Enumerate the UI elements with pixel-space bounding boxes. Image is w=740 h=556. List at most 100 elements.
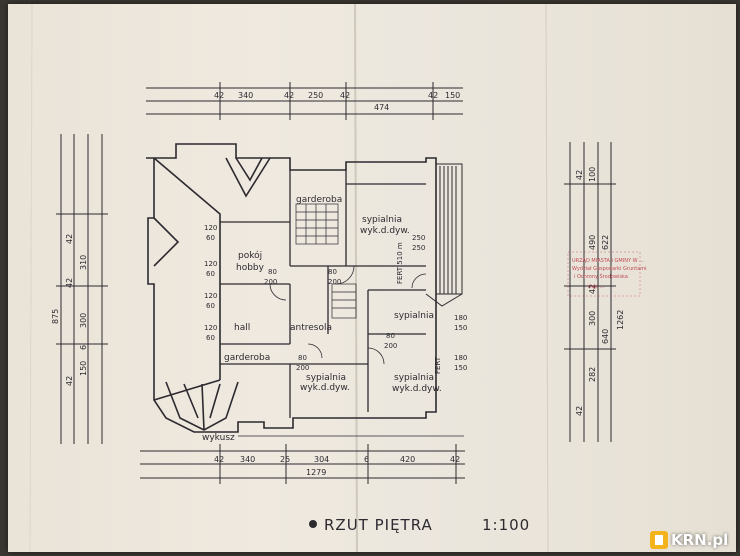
dimension-value: 42 <box>588 284 597 294</box>
dimension-value: 42 <box>575 170 584 180</box>
top-dimension-lines <box>146 82 463 120</box>
official-stamp: URZĄD MIASTA I GMINY W ... Wydział Gospo… <box>572 258 647 290</box>
dimension-value: 100 <box>588 167 597 182</box>
right-dimension-values: 42 100 490 622 42 300 640 282 42 1262 <box>575 167 625 416</box>
stamp-line: i Ochrony Środowiska <box>574 273 628 280</box>
bottom-dimension-values: 42 340 25 304 6 420 42 1279 <box>214 455 460 477</box>
stairs <box>295 203 357 319</box>
opening-annotations: 120 60 120 60 120 60 120 60 250 250 180 … <box>204 224 467 374</box>
room-label: sypialnia <box>394 311 434 321</box>
krn-watermark: KRN.pl <box>650 530 732 550</box>
right-dimension-lines <box>564 142 616 442</box>
room-label: hall <box>234 323 250 333</box>
room-label: pokój <box>238 250 262 261</box>
window-size: 60 <box>206 270 215 278</box>
left-dimension-lines <box>56 134 108 444</box>
dimension-value: 150 <box>445 91 460 100</box>
dimension-value: 150 <box>79 361 88 376</box>
watermark-text: KRN.pl <box>671 531 729 549</box>
dimension-value: 42 <box>65 278 74 288</box>
dimension-value: 490 <box>588 235 597 250</box>
bottom-dimension-lines <box>140 444 465 484</box>
room-label: garderoba <box>296 195 342 205</box>
top-dimension-values: 42 340 42 250 42 474 42 150 <box>214 91 460 112</box>
room-label: wykusz <box>202 433 235 443</box>
room-label: wyk.d.dyw. <box>392 384 442 394</box>
dimension-value: 340 <box>238 91 253 100</box>
window-size: 60 <box>206 234 215 242</box>
left-dimension-values: 42 310 42 300 6 150 42 875 <box>51 234 88 386</box>
dimension-value: 42 <box>428 91 438 100</box>
room-labels: garderoba sypialnia wyk.d.dyw. pokój hob… <box>202 195 442 443</box>
terrace-hatching <box>425 163 463 307</box>
door-size: 200 <box>264 278 277 286</box>
dimension-value: 300 <box>79 313 88 328</box>
interior-walls <box>220 170 426 418</box>
note-text: FERT <box>434 356 442 374</box>
dimension-value: 420 <box>400 455 415 464</box>
dimension-total: 1279 <box>306 468 326 477</box>
blueprint-sheet: garderoba sypialnia wyk.d.dyw. pokój hob… <box>8 4 736 552</box>
dimension-value: 42 <box>284 91 294 100</box>
window-size: 180 <box>454 354 467 362</box>
door-size: 80 <box>268 268 277 276</box>
door-size: 80 <box>298 354 307 362</box>
window-size: 120 <box>204 292 217 300</box>
dimension-value: 300 <box>588 311 597 326</box>
room-label: wyk.d.dyw. <box>300 383 350 393</box>
dimension-value: 304 <box>314 455 329 464</box>
stamp-line: URZĄD MIASTA I GMINY W ... <box>572 258 644 264</box>
note-text: FERT 510 m <box>396 242 404 284</box>
room-label: garderoba <box>224 353 270 363</box>
room-label: sypialnia <box>394 373 434 383</box>
dimension-value: 340 <box>240 455 255 464</box>
stamp-border <box>567 251 641 297</box>
dimension-value: 42 <box>214 455 224 464</box>
building-outline <box>146 143 437 433</box>
dimension-total: 875 <box>51 309 60 324</box>
floor-plan-drawing: garderoba sypialnia wyk.d.dyw. pokój hob… <box>29 4 647 552</box>
dimension-value: 42 <box>65 376 74 386</box>
window-size: 120 <box>204 260 217 268</box>
krn-logo-icon <box>650 531 668 549</box>
window-size: 60 <box>206 334 215 342</box>
door-size: 200 <box>384 342 397 350</box>
plan-title: RZUT PIĘTRA <box>324 516 433 534</box>
dimension-value: 640 <box>601 329 610 344</box>
door-size: 200 <box>296 364 309 372</box>
door-size: 80 <box>386 332 395 340</box>
room-label: sypialnia <box>306 373 346 383</box>
window-size: 250 <box>412 244 425 252</box>
door-size: 200 <box>328 278 341 286</box>
dimension-value: 42 <box>214 91 224 100</box>
fold-line <box>545 4 549 552</box>
dimension-value: 42 <box>340 91 350 100</box>
plan-scale: 1:100 <box>482 516 530 534</box>
dimension-value: 250 <box>308 91 323 100</box>
dimension-value: 42 <box>575 406 584 416</box>
window-size: 60 <box>206 302 215 310</box>
window-size: 120 <box>204 324 217 332</box>
dimension-value: 474 <box>374 103 389 112</box>
window-size: 120 <box>204 224 217 232</box>
dimension-value: 25 <box>280 455 290 464</box>
room-label: sypialnia <box>362 215 402 225</box>
dimension-value: 42 <box>65 234 74 244</box>
window-size: 250 <box>412 234 425 242</box>
room-label: hobby <box>236 263 265 273</box>
fold-line <box>29 4 33 552</box>
window-size: 150 <box>454 364 467 372</box>
dimension-value: 6 <box>79 345 88 350</box>
stamp-line: mgr ... <box>588 284 605 290</box>
stamp-line: Wydział Gospodarki Gruntami <box>572 266 647 272</box>
room-label: antresola <box>290 323 332 333</box>
dimension-value: 282 <box>588 367 597 382</box>
door-size: 80 <box>328 268 337 276</box>
dimension-total: 1262 <box>616 310 625 330</box>
room-label: wyk.d.dyw. <box>360 226 410 236</box>
dimension-value: 622 <box>601 235 610 250</box>
door-swings <box>269 265 427 365</box>
window-size: 180 <box>454 314 467 322</box>
fold-line <box>354 4 358 552</box>
title-bullet <box>309 520 317 528</box>
